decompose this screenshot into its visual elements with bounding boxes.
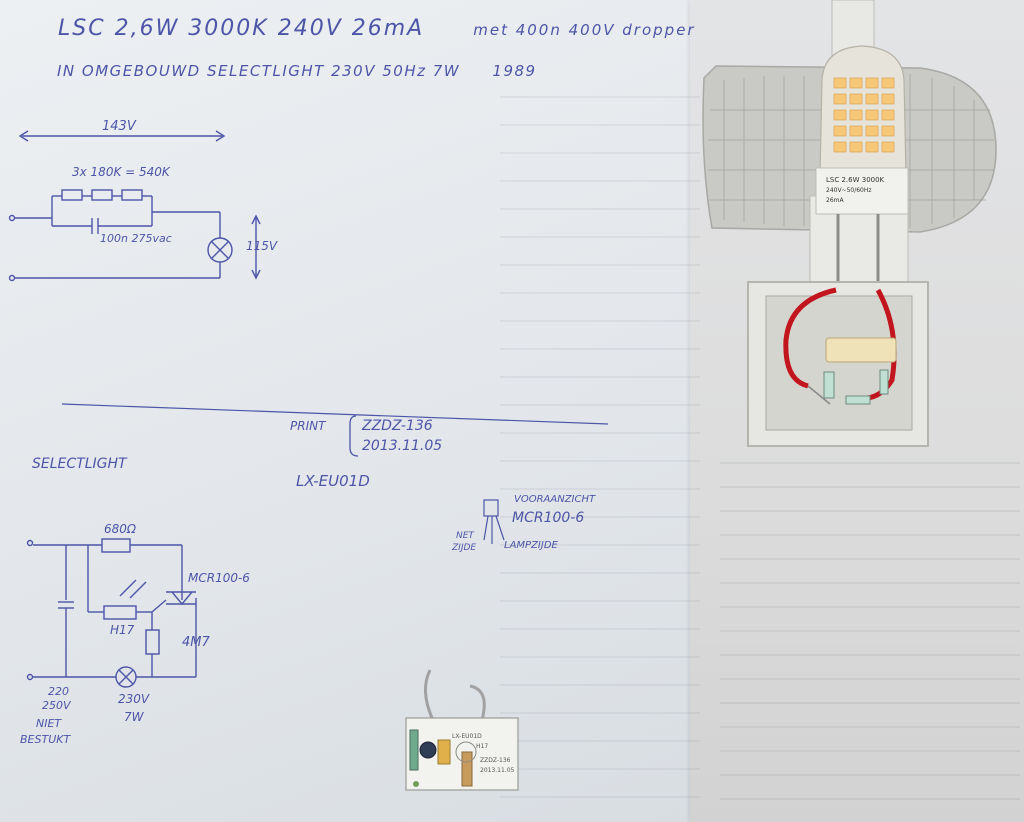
pcb-photo: LX-EU01D ZZDZ-136 2013.11.05 H17 bbox=[405, 669, 519, 791]
print-bracket bbox=[349, 415, 359, 457]
lamp-rating-1: 230V bbox=[118, 692, 150, 706]
pcb-resistor bbox=[409, 729, 419, 771]
print-label: PRINT bbox=[290, 419, 327, 433]
capacitor-label: 100n 275vac bbox=[100, 232, 172, 245]
red-wire-right bbox=[859, 288, 897, 401]
bulb-text-1: LSC 2.6W 3000K bbox=[826, 176, 885, 184]
print-code-1: ZZDZ-136 bbox=[361, 418, 433, 434]
lamp-rating-2: 7W bbox=[124, 710, 145, 724]
net-label-1: NET bbox=[456, 531, 475, 541]
pcb-lead-left bbox=[424, 669, 434, 719]
resistor-1 bbox=[823, 371, 835, 399]
dropper-capacitor bbox=[825, 337, 897, 363]
net-label-2: ZIJDE bbox=[451, 543, 476, 553]
resistor-2 bbox=[845, 395, 871, 405]
mains-label-1: 220 bbox=[48, 685, 69, 698]
selectlight-schematic bbox=[26, 538, 197, 688]
model-label: LX-EU01D bbox=[296, 472, 370, 490]
pcb-text-2: ZZDZ-136 bbox=[480, 757, 511, 764]
pcb-capacitor bbox=[437, 739, 451, 765]
capacitor-dropper-schematic bbox=[8, 130, 261, 282]
pcb-solder-pad bbox=[413, 781, 419, 787]
title-extra: met 400n 400V dropper bbox=[473, 21, 696, 39]
front-view-label: VOORAANZICHT bbox=[514, 494, 596, 505]
voltage-top-label: 143V bbox=[102, 119, 137, 134]
lamp-side-label: LAMPZIJDE bbox=[504, 540, 559, 551]
subtitle-line: IN OMGEBOUWD SELECTLIGHT 230V 50Hz 7W 19… bbox=[57, 62, 537, 80]
print-code-2: 2013.11.05 bbox=[362, 438, 442, 454]
lamp-voltage-label: 115V bbox=[246, 239, 278, 253]
pcb-text-3: 2013.11.05 bbox=[480, 767, 515, 774]
resistor-chain-label: 3x 180K = 540K bbox=[72, 165, 171, 179]
resistor-4m7-label: 4M7 bbox=[182, 635, 210, 650]
pcb-triac bbox=[419, 741, 437, 759]
pcb-text-1: LX-EU01D bbox=[452, 733, 482, 740]
title-line: LSC 2,6W 3000K 240V 26mA met 400n 400V d… bbox=[58, 16, 696, 41]
red-wire-left bbox=[783, 287, 837, 389]
bulb-text-2: 240V~50/60Hz bbox=[826, 187, 872, 194]
mains-label-4: BESTUKT bbox=[20, 733, 71, 746]
faint-print-lines bbox=[500, 70, 700, 822]
pcb-lead-right bbox=[469, 684, 486, 721]
divider-line bbox=[61, 403, 609, 425]
pcb-text-4: H17 bbox=[476, 743, 488, 750]
notebook-page bbox=[0, 0, 700, 822]
pcb-ldr bbox=[461, 751, 473, 787]
led-chips bbox=[833, 77, 895, 153]
resistor-680-label: 680Ω bbox=[104, 522, 137, 536]
year-note: 1989 bbox=[492, 62, 537, 80]
resistor-3 bbox=[879, 369, 889, 395]
lamp-fixture-photo: LSC 2.6W 3000K 240V~50/60Hz 26mA bbox=[702, 0, 997, 447]
bulb-base bbox=[815, 167, 909, 215]
front-triac-label: MCR100-6 bbox=[512, 510, 584, 526]
triac-front-view-sketch bbox=[483, 499, 505, 544]
ldr-label: H17 bbox=[110, 623, 135, 637]
selectlight-label: SELECTLIGHT bbox=[32, 456, 128, 472]
triac-label: MCR100-6 bbox=[188, 571, 250, 585]
mains-label-2: 250V bbox=[42, 699, 72, 712]
bulb-text-3: 26mA bbox=[826, 197, 844, 204]
pcb-ldr-outline bbox=[455, 741, 477, 763]
lead-wire bbox=[807, 385, 831, 405]
faint-print-lines-lower bbox=[720, 440, 1020, 820]
mains-label-3: NIET bbox=[36, 717, 62, 730]
